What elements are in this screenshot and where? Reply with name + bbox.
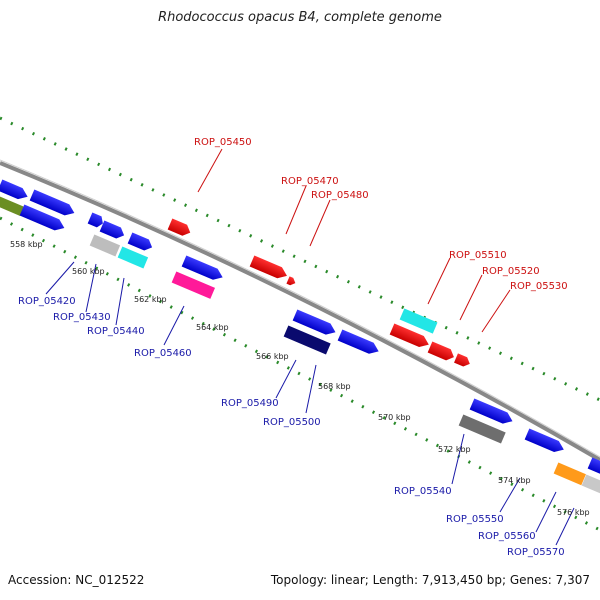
gene-label-bottom: ROP_05540 (394, 486, 452, 497)
scale-label: 570 kbp (378, 413, 411, 422)
gene-label-bottom: ROP_05500 (263, 417, 321, 428)
gene-arrow-blue (292, 309, 336, 335)
gene-rect-olive (0, 196, 25, 216)
scale-label: 572 kbp (438, 445, 471, 454)
gene-arrow-blue (0, 179, 28, 200)
gene-arrow-blue (587, 457, 600, 474)
gene-rect-lightgray (581, 474, 600, 495)
scale-label: 576 kbp (557, 508, 590, 517)
scale-label: 574 kbp (498, 476, 531, 485)
gene-rect-lightgray (89, 234, 121, 257)
scale-label: 564 kbp (196, 323, 229, 332)
gene-label-bottom: ROP_05550 (446, 514, 504, 525)
gene-label-top: ROP_05480 (311, 190, 369, 201)
gene-arrow-blue (337, 329, 379, 354)
leader-lines-bottom (45, 261, 575, 546)
gene-label-top: ROP_05470 (281, 176, 339, 187)
gene-label-top: ROP_05530 (510, 281, 568, 292)
scale-label: 562 kbp (134, 295, 167, 304)
gene-label-bottom: ROP_05430 (53, 312, 111, 323)
map-title: Rhodococcus opacus B4, complete genome (158, 10, 442, 25)
scale-label: 560 kbp (72, 267, 105, 276)
genome-backbone (0, 161, 600, 462)
gene-arrow-red (427, 341, 454, 361)
gene-rect-navy (283, 325, 331, 355)
gene-arrow-red (454, 353, 470, 367)
gene-label-top: ROP_05450 (194, 137, 252, 148)
gene-rect-cyan (399, 308, 438, 334)
gene-label-bottom: ROP_05560 (478, 531, 536, 542)
gene-arrow-red (249, 255, 287, 279)
gene-label-bottom: ROP_05570 (507, 547, 565, 558)
gene-arrow-blue (127, 232, 153, 251)
gene-arrow-red (167, 218, 191, 236)
genome-summary-text: Topology: linear; Length: 7,913,450 bp; … (270, 573, 590, 587)
gene-label-bottom: ROP_05440 (87, 326, 145, 337)
gene-label-bottom: ROP_05460 (134, 348, 192, 359)
scale-label: 566 kbp (256, 352, 289, 361)
gene-rect-orange (553, 462, 586, 486)
gene-rect-magenta (171, 271, 216, 299)
gene-rect-cyan (117, 246, 149, 269)
gene-arrow-blue (469, 398, 513, 424)
scale-label: 558 kbp (10, 240, 43, 249)
gene-rect-gray (458, 414, 506, 444)
gene-arrow-blue (29, 189, 75, 216)
scale-label: 568 kbp (318, 382, 351, 391)
gene-label-bottom: ROP_05490 (221, 398, 279, 409)
gene-arrow-blue (19, 204, 65, 231)
outer-tick-track (0, 116, 600, 402)
gene-arrow-red (389, 323, 429, 348)
gene-arrow-blue (87, 212, 103, 228)
gene-label-top: ROP_05510 (449, 250, 507, 261)
gene-arrow-blue (181, 255, 223, 280)
gene-arrow-blue (524, 428, 564, 453)
gene-arrow-blue (99, 220, 125, 239)
gene-label-top: ROP_05520 (482, 266, 540, 277)
leader-lines-top (197, 148, 511, 333)
backbone-highlight (0, 159, 600, 458)
gene-label-bottom: ROP_05420 (18, 296, 76, 307)
gene-arrow-red (286, 276, 296, 286)
accession-text: Accession: NC_012522 (8, 573, 145, 587)
